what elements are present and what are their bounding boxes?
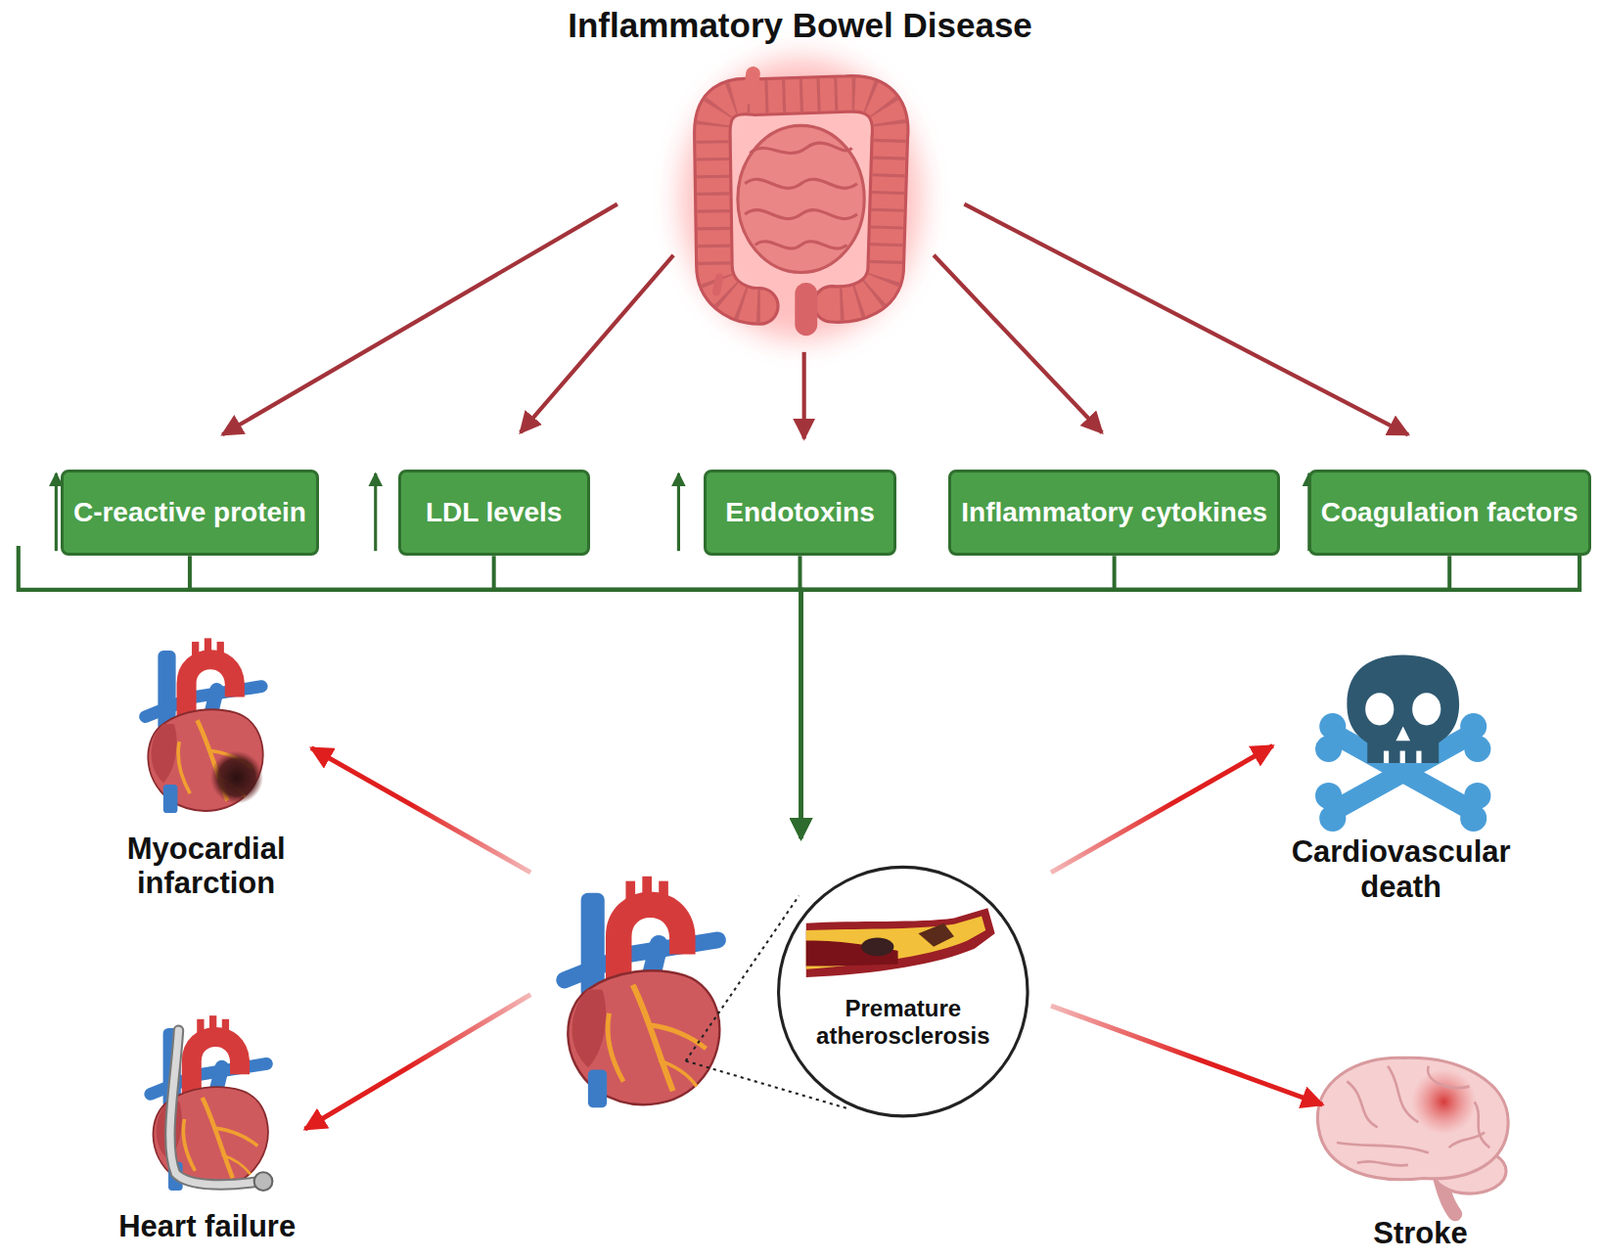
node-label: Cardiovascular death bbox=[1273, 834, 1530, 905]
arrow bbox=[802, 352, 807, 440]
marker-box: Inflammatory cytokines bbox=[948, 469, 1280, 557]
node-label: Stroke bbox=[1322, 1216, 1518, 1252]
connector bbox=[1051, 1005, 1323, 1105]
node-label: Coagulation factors bbox=[1321, 497, 1579, 529]
influence-arrows bbox=[222, 204, 1409, 440]
node-label: Inflammatory cytokines bbox=[960, 497, 1268, 529]
brain bbox=[1317, 1057, 1509, 1215]
node-label: C-reactive protein bbox=[73, 497, 307, 529]
node-label: Myocardial infarction bbox=[100, 831, 312, 902]
arrow bbox=[963, 204, 1409, 436]
skull-crossbones bbox=[1315, 655, 1491, 832]
central-heart bbox=[564, 876, 721, 1108]
node-label: LDL levels bbox=[425, 497, 563, 529]
node-label: Endotoxins bbox=[725, 497, 874, 529]
infarct-heart bbox=[145, 638, 264, 814]
node-label: Premature atherosclerosis bbox=[802, 995, 1004, 1052]
marker-box: Endotoxins bbox=[703, 469, 896, 557]
inset-circle: Premature atherosclerosis bbox=[530, 838, 1052, 1123]
connector bbox=[801, 555, 1451, 839]
connector bbox=[801, 555, 1115, 839]
connector bbox=[1051, 745, 1274, 873]
marker-box: C-reactive protein bbox=[60, 469, 320, 557]
arrow bbox=[520, 255, 674, 433]
marker-box: LDL levels bbox=[398, 469, 591, 557]
outcome-node: Stroke bbox=[1322, 1051, 1518, 1252]
outcome-node: Heart failure bbox=[109, 1009, 306, 1244]
marker-box: Coagulation factors bbox=[1308, 469, 1592, 557]
intestine bbox=[681, 58, 922, 341]
arrow bbox=[933, 255, 1102, 433]
connector bbox=[305, 995, 532, 1131]
diagram-title: Inflammatory Bowel Disease bbox=[0, 5, 1600, 46]
arrow bbox=[222, 204, 618, 436]
connector bbox=[494, 555, 802, 839]
artery-inset bbox=[685, 867, 1028, 1116]
failing-heart bbox=[150, 1015, 274, 1191]
node-label: Heart failure bbox=[109, 1209, 306, 1245]
connector bbox=[311, 748, 531, 873]
connector bbox=[189, 555, 802, 839]
outcome-node: Cardiovascular death bbox=[1273, 652, 1530, 905]
outcome-node: Myocardial infarction bbox=[100, 632, 312, 902]
